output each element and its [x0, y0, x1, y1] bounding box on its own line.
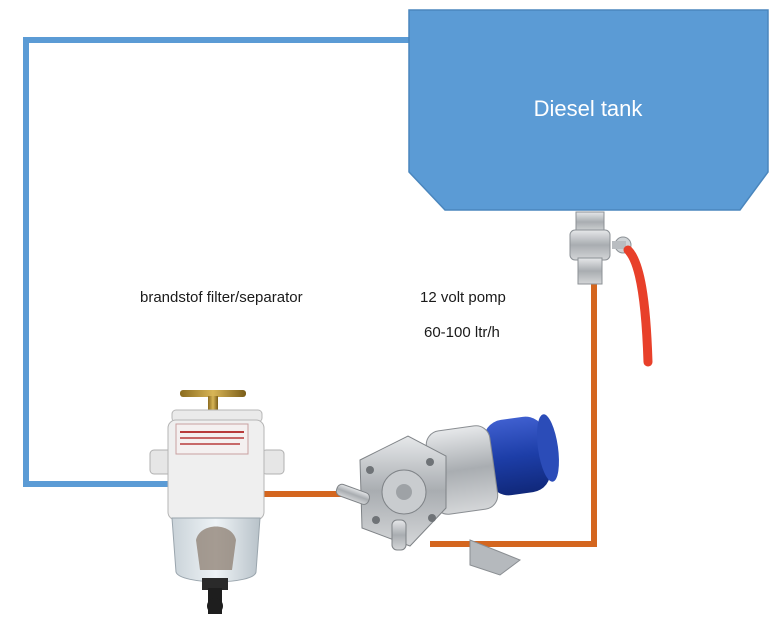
pump-voltage-label: 12 volt pomp [420, 289, 506, 306]
return-fuel-line [23, 37, 410, 487]
ball-valve [569, 211, 653, 367]
electric-fuel-pump [335, 414, 559, 576]
fuel-filter-separator [149, 390, 285, 614]
diesel-tank [408, 9, 769, 211]
filter-label: brandstof filter/separator [140, 289, 303, 306]
diesel-tank-label: Diesel tank [533, 96, 643, 121]
supply-fuel-line [430, 284, 597, 547]
pump-flow-label: 60-100 ltr/h [424, 324, 500, 341]
